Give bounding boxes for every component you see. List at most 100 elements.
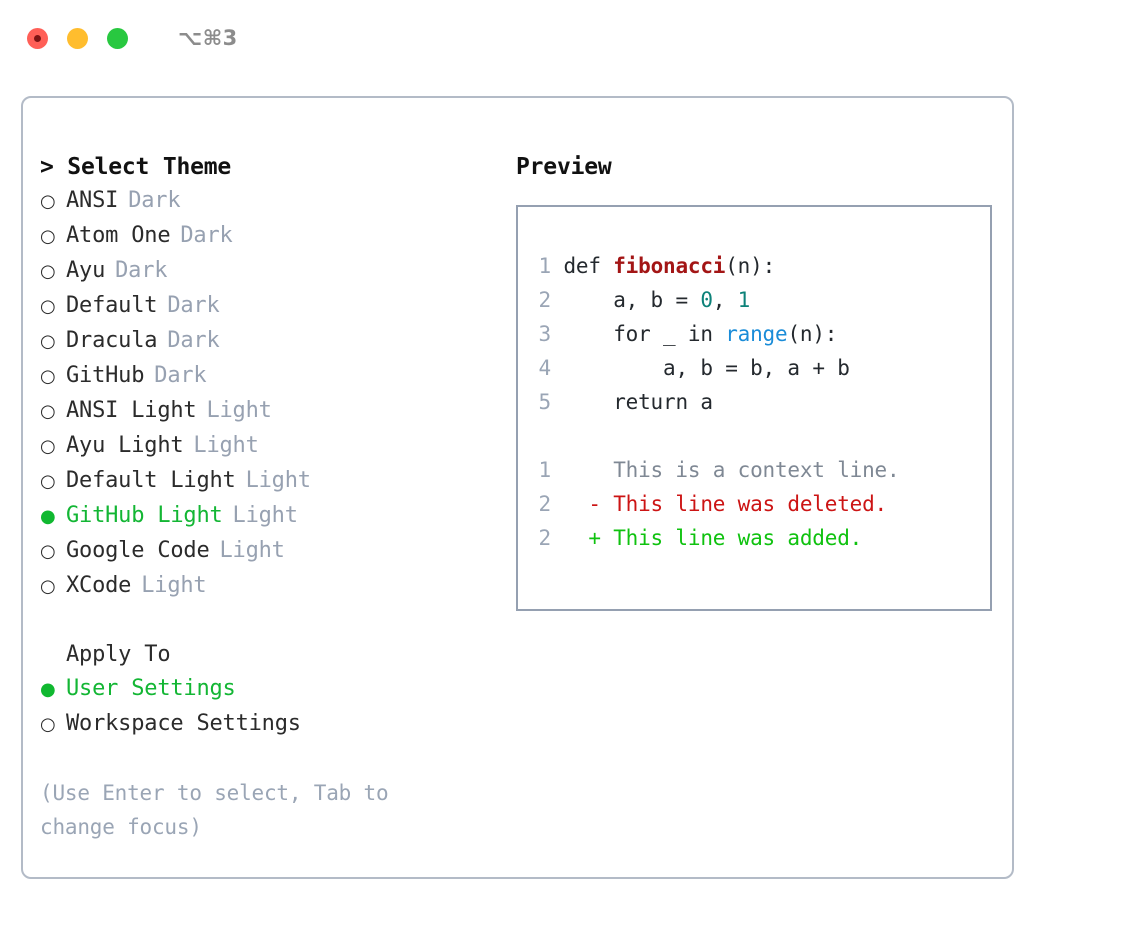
code-token-num: 1: [737, 288, 751, 312]
code-line: 2 a, b = 0, 1: [537, 283, 990, 317]
theme-option-label: GitHub: [66, 363, 145, 388]
select-theme-title: > Select Theme: [40, 154, 232, 180]
code-token-fn: fibonacci: [613, 254, 726, 278]
radio-unselected-icon: ○: [40, 714, 56, 735]
theme-option-label: GitHub Light: [66, 503, 223, 528]
theme-option-category: Light: [245, 468, 311, 493]
code-token-plain: a, b = b, a + b: [563, 356, 850, 380]
apply-to-option-user-settings[interactable]: ● User Settings: [40, 672, 503, 707]
zoom-button[interactable]: [107, 27, 128, 49]
diff-marker: +: [551, 526, 614, 550]
code-token-plain: ,: [712, 288, 738, 312]
close-button[interactable]: [27, 27, 48, 49]
theme-option-category: Light: [232, 503, 298, 528]
code-token-plain: (n):: [787, 322, 838, 346]
diff-line-text: This is a context line.: [613, 458, 900, 482]
theme-option-default-light[interactable]: ○ Default Light Light: [40, 464, 503, 499]
theme-option-label: Ayu Light: [66, 433, 184, 458]
traffic-light-group: [27, 27, 128, 49]
code-token-plain: (n):: [725, 254, 776, 278]
code-line-number: 3: [538, 322, 552, 346]
radio-unselected-icon: ○: [40, 296, 56, 317]
radio-unselected-icon: ○: [40, 261, 56, 282]
radio-unselected-icon: ○: [40, 226, 56, 247]
theme-option-category: Dark: [115, 258, 168, 283]
radio-unselected-icon: ○: [40, 366, 56, 387]
theme-option-category: Dark: [180, 223, 233, 248]
theme-option-dracula[interactable]: ○ Dracula Dark: [40, 324, 503, 359]
theme-option-label: Google Code: [66, 538, 210, 563]
theme-option-github[interactable]: ○ GitHub Dark: [40, 359, 503, 394]
diff-sample: 1 This is a context line. 2 - This line w…: [537, 453, 990, 555]
code-token-num: 0: [700, 288, 713, 312]
diff-line-number: 1: [538, 458, 552, 482]
theme-option-label: Dracula: [66, 328, 158, 353]
radio-unselected-icon: ○: [40, 436, 56, 457]
title-bar: ⌥⌘3: [0, 0, 1140, 76]
theme-option-category: Light: [193, 433, 259, 458]
code-line: 1 def fibonacci(n):: [537, 249, 990, 283]
theme-option-category: Dark: [154, 363, 207, 388]
diff-line-text: This line was added.: [613, 526, 863, 550]
theme-option-category: Dark: [167, 328, 220, 353]
diff-line-add: 2 + This line was added.: [537, 521, 990, 555]
radio-unselected-icon: ○: [40, 541, 56, 562]
diff-line-ctx: 1 This is a context line.: [537, 453, 990, 487]
theme-option-category: Dark: [128, 188, 181, 213]
theme-option-ayu[interactable]: ○ Ayu Dark: [40, 254, 503, 289]
preview-column: Preview 1 def fibonacci(n):2 a, b = 0, 1…: [503, 98, 1012, 877]
theme-option-atom-one[interactable]: ○ Atom One Dark: [40, 219, 503, 254]
diff-line-text: This line was deleted.: [613, 492, 887, 516]
theme-option-label: Atom One: [66, 223, 171, 248]
diff-marker: [551, 458, 613, 482]
code-line-number: 2: [538, 288, 552, 312]
code-line-number: 4: [538, 356, 552, 380]
theme-option-default[interactable]: ○ Default Dark: [40, 289, 503, 324]
code-token-plain: a, b =: [563, 288, 701, 312]
theme-option-ansi[interactable]: ○ ANSI Dark: [40, 184, 503, 219]
theme-option-label: Ayu: [66, 258, 106, 283]
theme-option-github-light[interactable]: ● GitHub Light Light: [40, 499, 503, 534]
theme-option-category: Light: [206, 398, 272, 423]
theme-option-label: XCode: [66, 573, 132, 598]
theme-option-category: Light: [219, 538, 285, 563]
diff-line-number: 2: [538, 526, 552, 550]
code-line: 5 return a: [537, 385, 990, 419]
theme-option-label: Default Light: [66, 468, 236, 493]
code-line: 4 a, b = b, a + b: [537, 351, 990, 385]
theme-option-xcode[interactable]: ○ XCode Light: [40, 569, 503, 604]
window-shortcut-label: ⌥⌘3: [178, 26, 238, 50]
radio-unselected-icon: ○: [40, 576, 56, 597]
radio-unselected-icon: ○: [40, 471, 56, 492]
theme-option-label: ANSI: [66, 188, 119, 213]
code-line: 3 for _ in range(n):: [537, 317, 990, 351]
apply-to-list[interactable]: ● User Settings ○Workspace Settings: [40, 672, 503, 742]
diff-line-number: 2: [538, 492, 552, 516]
diff-marker: -: [551, 492, 614, 516]
radio-unselected-icon: ○: [40, 191, 56, 212]
theme-option-category: Dark: [167, 293, 220, 318]
apply-to-heading: Apply To: [66, 642, 171, 667]
apply-to-option-label: User Settings: [66, 676, 236, 701]
preview-title: Preview: [516, 154, 612, 180]
theme-option-google-code[interactable]: ○ Google Code Light: [40, 534, 503, 569]
radio-unselected-icon: ○: [40, 331, 56, 352]
apply-to-option-workspace-settings[interactable]: ○Workspace Settings: [40, 707, 503, 742]
theme-option-ayu-light[interactable]: ○ Ayu Light Light: [40, 429, 503, 464]
minimize-button[interactable]: [67, 27, 88, 49]
theme-option-category: Light: [141, 573, 207, 598]
code-token-built: range: [725, 322, 788, 346]
code-token-plain: for _ in: [563, 322, 726, 346]
theme-option-label: Default: [66, 293, 158, 318]
code-token-plain: return a: [563, 390, 713, 414]
theme-option-label: ANSI Light: [66, 398, 197, 423]
radio-selected-icon: ●: [40, 506, 56, 527]
radio-selected-icon: ●: [40, 679, 56, 700]
